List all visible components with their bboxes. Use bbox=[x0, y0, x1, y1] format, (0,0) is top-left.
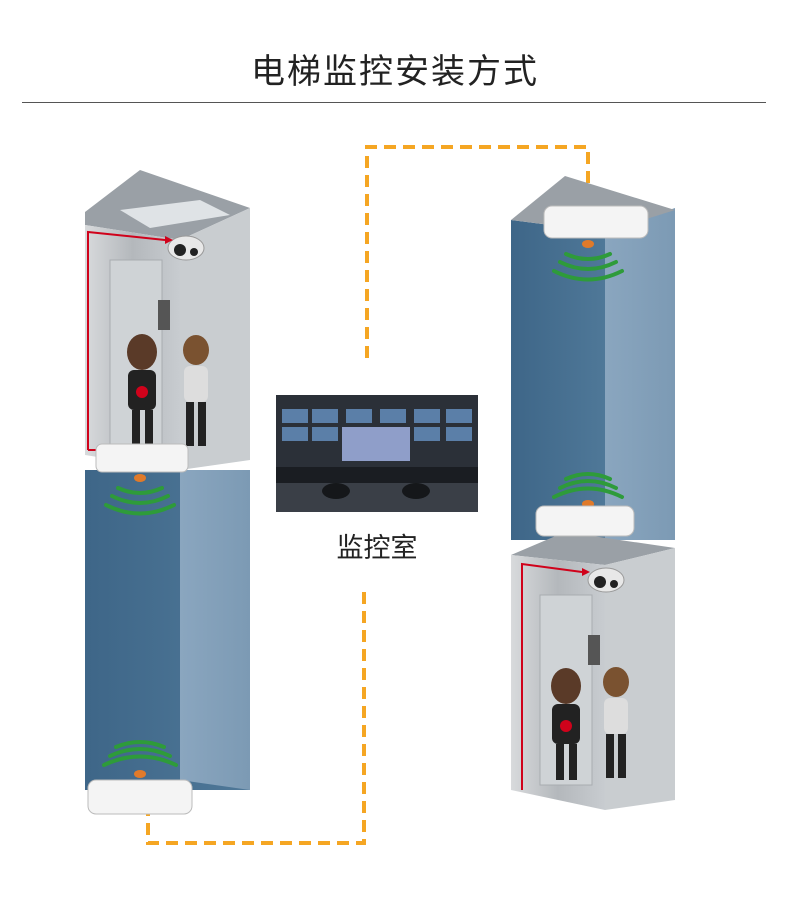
right-shaft bbox=[511, 220, 605, 540]
wifi-signal-icon bbox=[552, 472, 624, 499]
passengers bbox=[127, 334, 209, 446]
wireless-bridge-icon bbox=[95, 443, 189, 482]
passengers bbox=[551, 667, 629, 780]
control-room-image bbox=[276, 395, 478, 512]
camera-cable bbox=[521, 562, 583, 790]
wireless-bridge-icon bbox=[543, 205, 649, 239]
camera-cable bbox=[87, 230, 166, 450]
dome-camera-icon bbox=[587, 567, 625, 593]
page-title: 电梯监控安装方式 bbox=[251, 52, 539, 92]
dome-camera-icon bbox=[167, 235, 205, 261]
left-elevator bbox=[85, 170, 250, 815]
right-elevator bbox=[511, 176, 675, 810]
monitor-wall-icon bbox=[276, 395, 478, 512]
wifi-signal-icon bbox=[104, 486, 176, 516]
wireless-bridge-icon bbox=[535, 505, 635, 537]
control-room-label: 监控室 bbox=[336, 533, 418, 564]
wireless-bridge-icon bbox=[87, 779, 193, 815]
title-divider bbox=[22, 102, 766, 103]
wifi-signal-icon bbox=[552, 252, 624, 282]
network-link-line bbox=[146, 145, 590, 845]
wireless-bridge-icon bbox=[102, 740, 178, 767]
